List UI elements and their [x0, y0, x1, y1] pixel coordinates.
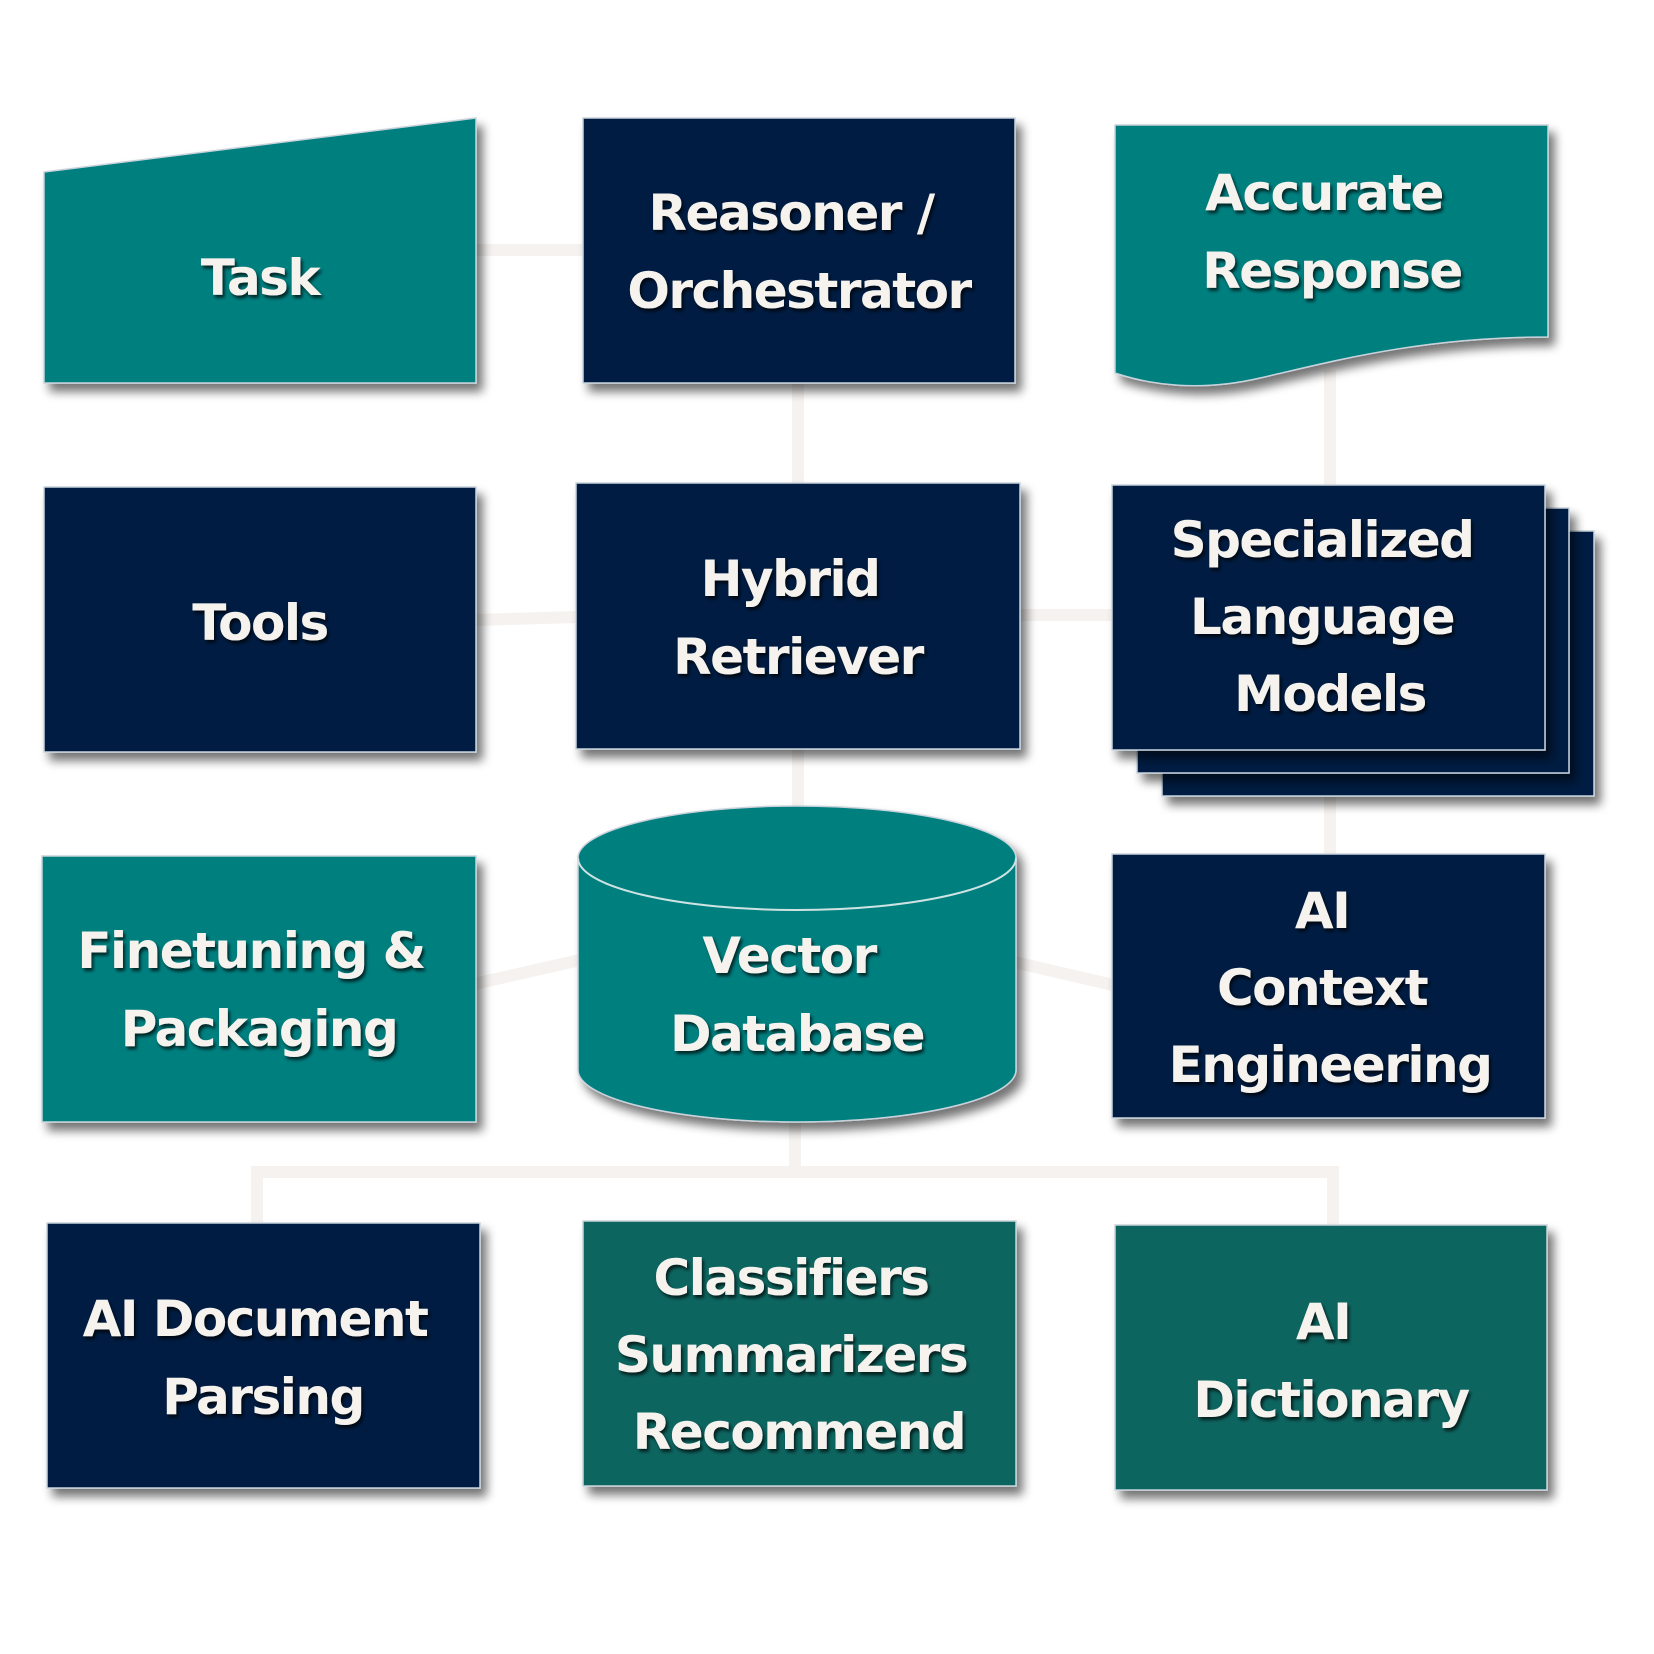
reasoner-shape [582, 117, 1016, 384]
classifiers-label-line: Recommend [633, 1403, 965, 1461]
classifiers-label: Classifiers Summarizers Recommend [615, 1249, 983, 1461]
node-ai-context-engineering[interactable]: AI Context Engineering [1111, 853, 1546, 1119]
finetuning-label: Finetuning & Packaging [77, 922, 440, 1058]
dictionary-label: AI Dictionary [1193, 1293, 1469, 1429]
context-label-line: Context [1217, 959, 1428, 1017]
edge-tools-retriever [475, 611, 577, 626]
finetuning-shape [41, 855, 477, 1123]
dictionary-label-line: Dictionary [1193, 1371, 1469, 1429]
node-classifiers[interactable]: Classifiers Summarizers Recommend [582, 1220, 1017, 1487]
node-reasoner[interactable]: Reasoner / Orchestrator [582, 117, 1016, 384]
finetuning-label-line: Finetuning & [77, 922, 424, 980]
vectordb-label: Vector Database [670, 927, 924, 1063]
task-label: Task [201, 249, 323, 307]
context-label-line: Engineering [1169, 1036, 1492, 1094]
task-label-line: Task [201, 249, 323, 307]
dictionary-shape [1114, 1224, 1548, 1491]
docparsing-label-line: AI Document [83, 1290, 428, 1348]
context-shape [1111, 853, 1546, 1119]
vectordb-top-rim [577, 857, 1017, 911]
response-label: Accurate Response [1202, 164, 1462, 300]
dictionary-label-line: AI [1296, 1293, 1350, 1351]
node-hybrid-retriever[interactable]: Hybrid Retriever [575, 482, 1021, 750]
node-accurate-response[interactable]: Accurate Response [1114, 124, 1549, 387]
node-vector-database[interactable]: Vector Database [577, 805, 1017, 1123]
node-tools[interactable]: Tools [43, 486, 477, 753]
reasoner-label-line: Reasoner / [648, 184, 935, 242]
docparsing-label-line: Parsing [162, 1368, 364, 1426]
tools-shape [43, 486, 477, 753]
node-ai-document-parsing[interactable]: AI Document Parsing [46, 1222, 481, 1489]
slm-shape-front [1111, 484, 1546, 751]
slm-label-line: Models [1234, 665, 1426, 723]
node-task[interactable]: Task [43, 117, 477, 384]
node-specialized-language-models[interactable]: Specialized Language Models [1111, 484, 1595, 797]
vectordb-shape [577, 805, 1017, 1123]
retriever-label-line: Hybrid [701, 550, 880, 608]
edge-vectordb-context [1012, 956, 1115, 991]
slm-label-line: Language [1190, 588, 1454, 646]
response-label-line: Accurate [1205, 164, 1443, 222]
connectors [251, 244, 1339, 1225]
edge-bus-docparsing-dictionary [251, 1166, 1339, 1225]
tools-label: Tools [192, 594, 328, 652]
task-shape [43, 117, 477, 384]
slm-label: Specialized Language Models [1171, 511, 1490, 723]
retriever-shape [575, 482, 1021, 750]
classifiers-label-line: Summarizers [615, 1326, 967, 1384]
docparsing-label: AI Document Parsing [83, 1290, 444, 1426]
vectordb-label-line: Database [670, 1005, 924, 1063]
node-ai-dictionary[interactable]: AI Dictionary [1114, 1224, 1548, 1491]
vectordb-label-line: Vector [702, 927, 877, 985]
response-shape [1114, 124, 1549, 387]
reasoner-label-line: Orchestrator [627, 262, 972, 320]
context-label: AI Context Engineering [1169, 882, 1492, 1094]
classifiers-label-line: Classifiers [654, 1249, 929, 1307]
reasoner-label: Reasoner / Orchestrator [627, 184, 972, 320]
edge-finetuning-vectordb [472, 954, 582, 990]
node-finetuning[interactable]: Finetuning & Packaging [41, 855, 477, 1123]
retriever-label-line: Retriever [673, 628, 925, 686]
slm-label-line: Specialized [1171, 511, 1474, 569]
response-label-line: Response [1202, 242, 1462, 300]
context-label-line: AI [1295, 882, 1349, 940]
retriever-label: Hybrid Retriever [673, 550, 925, 686]
docparsing-shape [46, 1222, 481, 1489]
finetuning-label-line: Packaging [121, 1000, 398, 1058]
tools-label-line: Tools [192, 594, 328, 652]
classifiers-shape [582, 1220, 1017, 1487]
